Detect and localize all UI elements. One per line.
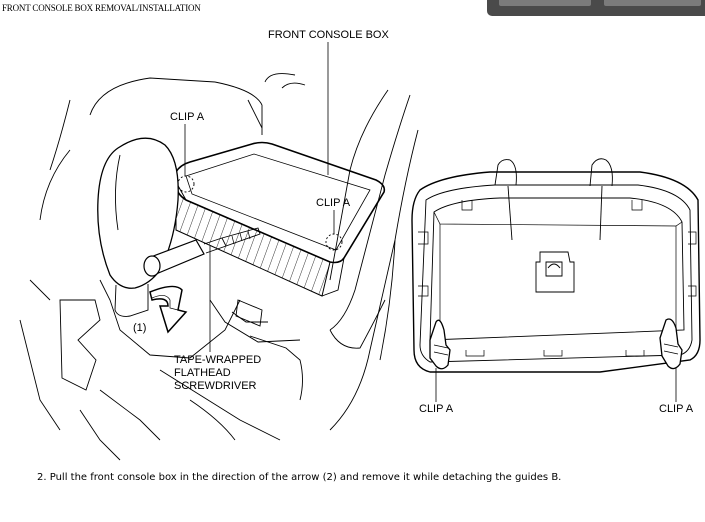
left-illustration [19,42,419,461]
label-screwdriver-line1: TAPE-WRAPPED [174,354,262,366]
label-clip-a-top: CLIP A [170,111,205,123]
viewer-toolbar [487,0,705,16]
page-title: FRONT CONSOLE BOX REMOVAL/INSTALLATION [2,3,201,13]
label-clip-a-mid: CLIP A [316,197,351,209]
label-screwdriver-line3: SCREWDRIVER [174,380,257,392]
label-step-marker: (1) [133,322,147,334]
toolbar-button-right[interactable] [604,0,701,6]
toolbar-button-left[interactable] [499,0,591,6]
label-clip-a-right-right: CLIP A [659,403,694,415]
label-clip-a-right-left: CLIP A [419,403,454,415]
label-screwdriver-line2: FLATHEAD [174,367,231,379]
instruction-text: 2. Pull the front console box in the dir… [37,472,562,483]
right-illustration [411,158,701,402]
label-front-console-box: FRONT CONSOLE BOX [268,29,389,41]
